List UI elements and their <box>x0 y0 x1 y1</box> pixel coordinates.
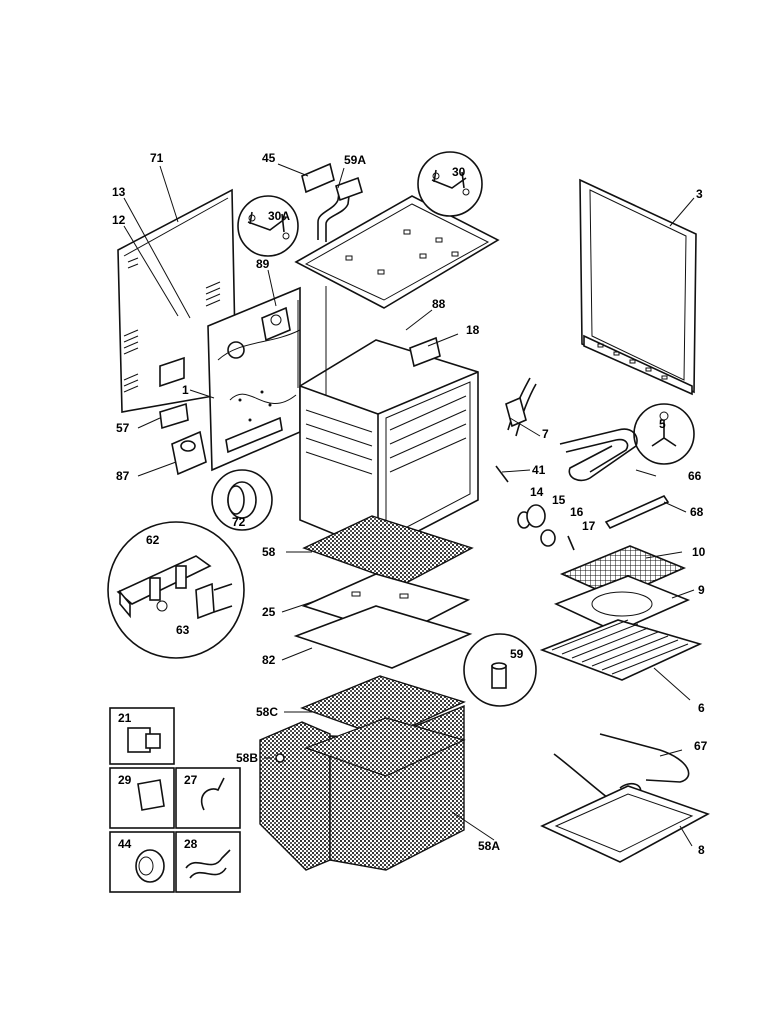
label-87: 87 <box>116 469 130 483</box>
label-25: 25 <box>262 605 276 619</box>
label-7: 7 <box>542 427 549 441</box>
label-58a: 58A <box>478 839 500 853</box>
part-box-44 <box>109 831 175 893</box>
tube-59a <box>317 176 363 242</box>
label-29: 29 <box>118 773 132 787</box>
light-15 <box>526 504 546 528</box>
broil-pan-9 <box>553 575 691 633</box>
label-59a: 59A <box>344 153 366 167</box>
label-67: 67 <box>694 739 708 753</box>
leader-lines <box>123 163 695 847</box>
label-12: 12 <box>112 213 126 227</box>
label-21: 21 <box>118 711 132 725</box>
callout-30a <box>237 195 299 257</box>
label-82: 82 <box>262 653 276 667</box>
label-15: 15 <box>552 493 566 507</box>
insulation-58 <box>302 515 474 585</box>
switch-89 <box>261 306 291 342</box>
label-89: 89 <box>256 257 270 271</box>
screw-17 <box>567 535 575 551</box>
label-58b: 58B <box>236 751 258 765</box>
oven-cavity <box>297 286 479 553</box>
label-3: 3 <box>696 187 703 201</box>
label-63: 63 <box>176 623 190 637</box>
label-10: 10 <box>692 545 706 559</box>
probe-7 <box>505 377 537 437</box>
callout-59 <box>463 633 537 707</box>
insulation-58a <box>304 704 466 871</box>
label-62: 62 <box>146 533 160 547</box>
label-58: 58 <box>262 545 276 559</box>
top-panel <box>294 195 500 309</box>
callout-5 <box>633 403 695 465</box>
part-labels: 71 13 12 45 59A 30 30A 89 88 18 3 1 57 8… <box>112 151 708 857</box>
part-box-29 <box>109 767 175 829</box>
plate-82 <box>293 605 473 669</box>
label-17: 17 <box>582 519 596 533</box>
label-58c: 58C <box>256 705 278 719</box>
label-41: 41 <box>532 463 546 477</box>
label-44: 44 <box>118 837 132 851</box>
element-66 <box>559 428 638 482</box>
label-13: 13 <box>112 185 126 199</box>
bracket-57 <box>159 402 189 430</box>
bracket-45 <box>301 162 335 194</box>
label-45: 45 <box>262 151 276 165</box>
label-6: 6 <box>698 701 705 715</box>
label-30: 30 <box>452 165 466 179</box>
light-16 <box>540 529 556 547</box>
label-66: 66 <box>688 469 702 483</box>
label-5: 5 <box>659 417 666 431</box>
rack-6 <box>539 619 703 681</box>
callout-72 <box>211 469 273 531</box>
label-71: 71 <box>150 151 164 165</box>
part-box-21 <box>109 707 175 765</box>
probe-41 <box>495 465 509 483</box>
part-box-27 <box>175 767 241 829</box>
label-8: 8 <box>698 843 705 857</box>
label-16: 16 <box>570 505 584 519</box>
callout-30 <box>417 151 483 217</box>
part-box-28 <box>175 831 241 893</box>
label-59: 59 <box>510 647 524 661</box>
label-30a: 30A <box>268 209 290 223</box>
callout-62 <box>107 521 245 659</box>
rod-68 <box>604 494 670 530</box>
label-27: 27 <box>184 773 198 787</box>
label-28: 28 <box>184 837 198 851</box>
label-68: 68 <box>690 505 704 519</box>
bottom-panel-8 <box>540 785 710 863</box>
bracket-87 <box>171 430 207 476</box>
bracket-18 <box>409 336 441 368</box>
label-18: 18 <box>466 323 480 337</box>
label-72: 72 <box>232 515 246 529</box>
door-3 <box>579 178 697 396</box>
label-88: 88 <box>432 297 446 311</box>
label-9: 9 <box>698 583 705 597</box>
label-1: 1 <box>182 383 189 397</box>
label-57: 57 <box>116 421 130 435</box>
label-14: 14 <box>530 485 544 499</box>
